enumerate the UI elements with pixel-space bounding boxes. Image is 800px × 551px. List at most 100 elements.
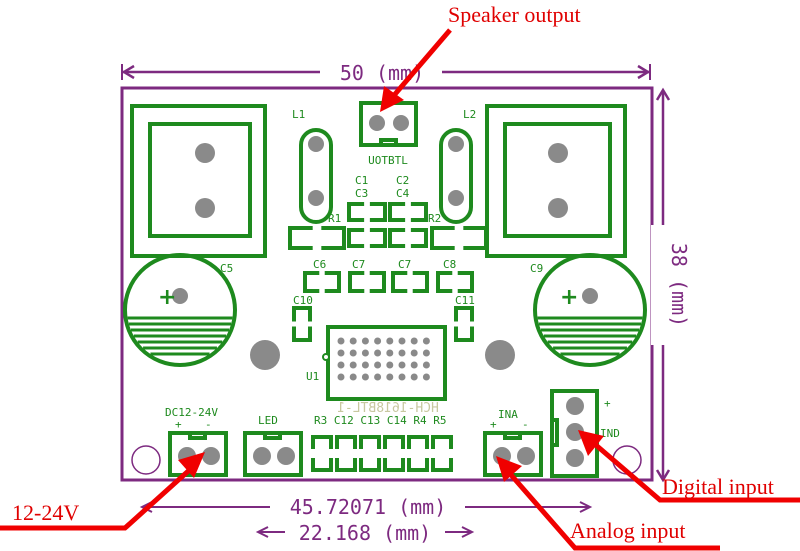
smd-pad [324,271,341,293]
label-c11: C11 [455,294,475,307]
bottom-long-label: 45.72071 (mm) [290,495,447,519]
plus-mark: + [560,285,578,310]
smd-pad [335,458,357,472]
smd-pad [347,228,365,248]
smd-pad [431,458,453,472]
label-u1: U1 [306,370,319,383]
chip-pin [386,373,394,381]
chip-pin [361,373,369,381]
smd-pad [431,435,453,449]
smd-pad [407,458,429,472]
smd-pad [369,271,386,293]
chip-pin [337,373,345,381]
plus-mark: + [158,285,176,310]
label-dc: DC12-24V [165,406,218,419]
inductor-l1: L1 [130,104,305,258]
chip-pin [337,361,345,369]
smd-pad [359,458,381,472]
smd-pad [391,271,408,293]
chip-pin [337,337,345,345]
smd-pad [369,202,387,222]
label-r2: R2 [428,212,441,225]
chip-pin [349,349,357,357]
smd-pad [311,435,333,449]
label-c7b: C7 [398,258,411,271]
label-dc-minus: - [205,418,212,431]
callout-digital-text: Digital input [662,474,774,499]
chip-u1: U1 HCH-1618BTL-1 [306,325,447,416]
label-l1: L1 [292,108,305,121]
smd-pad [454,326,474,342]
callout-analog: Analog input [496,456,720,551]
callout-digital: Digital input [578,430,800,503]
digital-input-connector: + IND [550,389,620,478]
mounting-pad-left [250,340,280,370]
label-c3: C3 [355,187,368,200]
smd-pad [457,271,474,293]
chip-pin [374,373,382,381]
chip-pin [361,361,369,369]
label-row: R3 C12 C13 C14 R4 R5 [314,414,446,427]
chip-pin [422,361,430,369]
chip-pin [349,337,357,345]
label-c5: C5 [220,262,233,275]
width-dimension: 50 (mm) [121,60,651,85]
smd-pad [410,202,428,222]
chip-pin [422,373,430,381]
callout-power: 12-24V [0,452,205,531]
label-r1: R1 [328,212,341,225]
bottom-short-label: 22.168 (mm) [299,521,431,545]
chip-pin [361,349,369,357]
smd-pad [292,306,312,322]
height-label: 38 (mm) [667,243,691,327]
label-ind: IND [600,427,620,440]
label-ina-plus: + [490,418,497,431]
smd-pad [388,228,406,248]
chip-pin [422,337,430,345]
smd-pad [369,228,387,248]
label-c6: C6 [313,258,326,271]
label-ina: INA [498,408,518,421]
chip-pin [361,337,369,345]
smd-pad [430,226,455,250]
chip-pin [398,373,406,381]
label-led: LED [258,414,278,427]
inductor-l2: L2 [463,104,627,258]
smd-pad [303,271,320,293]
label-c4: C4 [396,187,410,200]
chip-pin [349,373,357,381]
chip-pin [410,373,418,381]
label-c1: C1 [355,174,368,187]
smd-pad [388,202,406,222]
callout-speaker-text: Speaker output [448,2,581,27]
label-dc-plus: + [175,418,182,431]
label-c2: C2 [396,174,409,187]
label-c9: C9 [530,262,543,275]
chip-pin [386,337,394,345]
smd-pad [454,306,474,322]
chip-pin [410,361,418,369]
chip-pin [337,349,345,357]
led-connector: LED [243,414,303,477]
chip-pin [398,349,406,357]
smd-pad [348,271,365,293]
smd-pad [359,435,381,449]
chip-pin [386,349,394,357]
chip-pin [386,361,394,369]
mounting-hole-left [131,445,161,475]
chip-pin [410,337,418,345]
capacitor-c9: + C9 [530,253,647,367]
callout-analog-text: Analog input [570,518,686,543]
label-dig-plus: + [604,397,611,410]
smd-pad [335,435,357,449]
chip-pin [422,349,430,357]
smd-pad [311,458,333,472]
bottom-smd-row [311,435,453,472]
smd-pad [407,435,429,449]
callout-speaker: Speaker output [380,2,581,112]
oval-component-left [299,128,333,224]
smd-pad [292,326,312,342]
label-ina-minus: - [522,418,529,431]
